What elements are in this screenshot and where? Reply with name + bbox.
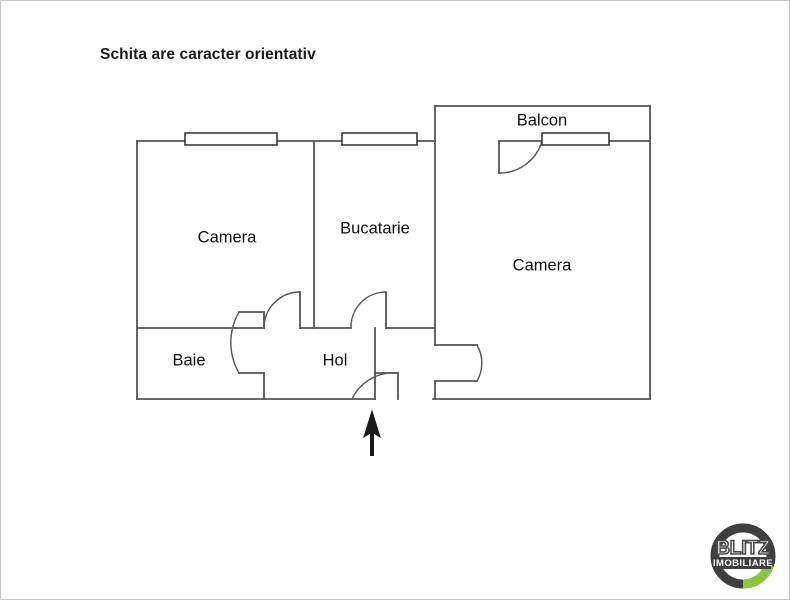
room-label-hol: Hol <box>323 351 348 369</box>
door-arc-camera-left <box>263 291 301 329</box>
logo-banner <box>715 557 771 569</box>
room-label-balcon: Balcon <box>517 111 567 129</box>
door-arc-bucatarie <box>350 291 387 329</box>
door-arcs-group <box>230 140 543 400</box>
walls-group <box>136 105 651 400</box>
door-arc-camera-right <box>476 344 483 382</box>
window-balcony <box>541 132 610 146</box>
room-label-camera-right: Camera <box>513 256 573 274</box>
logo-subtitle-text: IMOBILIARE <box>713 558 773 569</box>
entrance-arrow-icon <box>363 409 381 456</box>
door-arc-hol-entry <box>351 372 399 400</box>
logo-brand-text: BLITZ <box>716 538 770 559</box>
window-camera-left <box>184 132 278 146</box>
room-label-bucatarie: Bucatarie <box>340 219 410 237</box>
windows-group <box>184 132 610 146</box>
door-arc-balcony <box>498 140 543 174</box>
page-title: Schita are caracter orientativ <box>100 46 316 63</box>
door-arc-baie <box>230 311 240 374</box>
room-label-camera-left: Camera <box>198 228 258 246</box>
blitz-imobiliare-logo: BLITZ IMOBILIARE <box>710 523 776 589</box>
room-label-baie: Baie <box>172 351 205 369</box>
window-bucatarie <box>341 132 418 146</box>
